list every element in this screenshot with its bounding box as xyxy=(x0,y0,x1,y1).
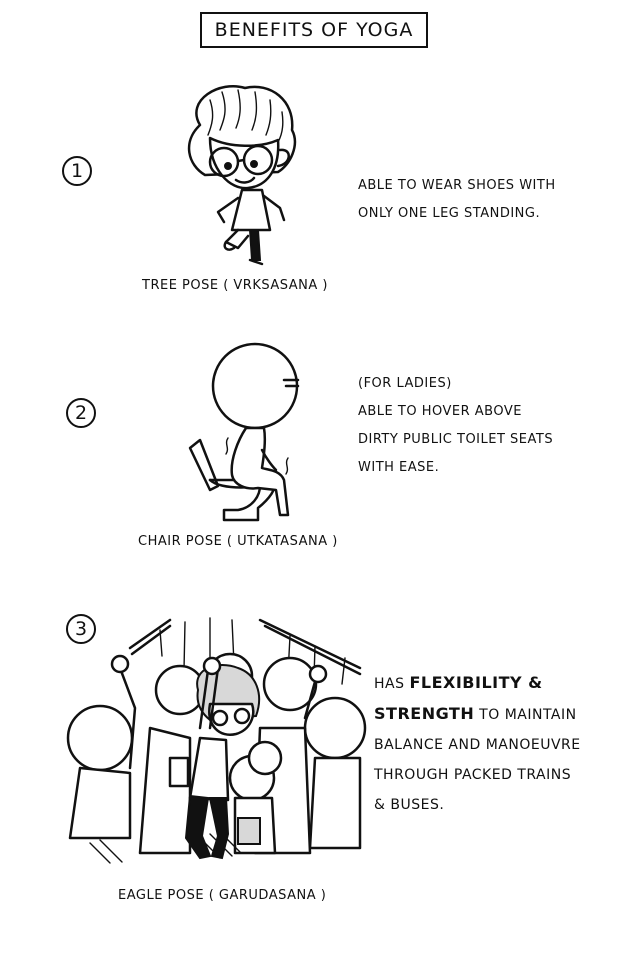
desc-1-line-1: ABLE TO WEAR SHOES WITH xyxy=(358,178,556,193)
desc-3-line-2-a: STRENGTH xyxy=(374,704,475,723)
number-2-text: 2 xyxy=(74,402,88,424)
desc-2-line-3: DIRTY PUBLIC TOILET SEATS xyxy=(358,432,554,447)
pose-description-1: ABLE TO WEAR SHOES WITH ONLY ONE LEG STA… xyxy=(358,172,556,228)
page-title: BENEFITS OF YOGA xyxy=(214,19,414,41)
pose-name-1: TREE POSE ( VRKSASANA ) xyxy=(142,278,328,293)
desc-2-line-1: (FOR LADIES) xyxy=(358,376,452,391)
desc-3-line-1-b: FLEXIBILITY & xyxy=(409,673,543,692)
desc-3-line-5: & BUSES. xyxy=(374,797,445,813)
desc-1-line-2: ONLY ONE LEG STANDING. xyxy=(358,206,541,221)
desc-3-line-1: HAS FLEXIBILITY & xyxy=(374,668,581,699)
desc-3-line-1-a: HAS xyxy=(374,676,410,692)
number-1-text: 1 xyxy=(70,160,84,182)
number-3-text: 3 xyxy=(74,618,88,640)
title-box: BENEFITS OF YOGA xyxy=(200,12,428,48)
pose-name-2: CHAIR POSE ( UTKATASANA ) xyxy=(138,534,338,549)
pose-description-3: HAS FLEXIBILITY & STRENGTH TO MAINTAIN B… xyxy=(374,668,581,820)
chair-pose-illustration xyxy=(180,340,330,530)
desc-3-line-2: STRENGTH TO MAINTAIN xyxy=(374,699,581,730)
pose-name-3: EAGLE POSE ( GARUDASANA ) xyxy=(118,888,327,903)
desc-3-line-2-b: TO MAINTAIN xyxy=(474,707,577,723)
number-badge-2: 2 xyxy=(66,398,96,428)
eagle-pose-train-illustration xyxy=(60,608,370,873)
tree-pose-illustration xyxy=(160,80,320,275)
number-badge-3: 3 xyxy=(66,614,96,644)
number-badge-1: 1 xyxy=(62,156,92,186)
desc-2-line-2: ABLE TO HOVER ABOVE xyxy=(358,404,522,419)
desc-2-line-4: WITH EASE. xyxy=(358,460,440,475)
pose-description-2: (FOR LADIES) ABLE TO HOVER ABOVE DIRTY P… xyxy=(358,370,553,482)
desc-3-line-3: BALANCE AND MANOEUVRE xyxy=(374,737,581,753)
desc-3-line-4: THROUGH PACKED TRAINS xyxy=(374,767,572,783)
